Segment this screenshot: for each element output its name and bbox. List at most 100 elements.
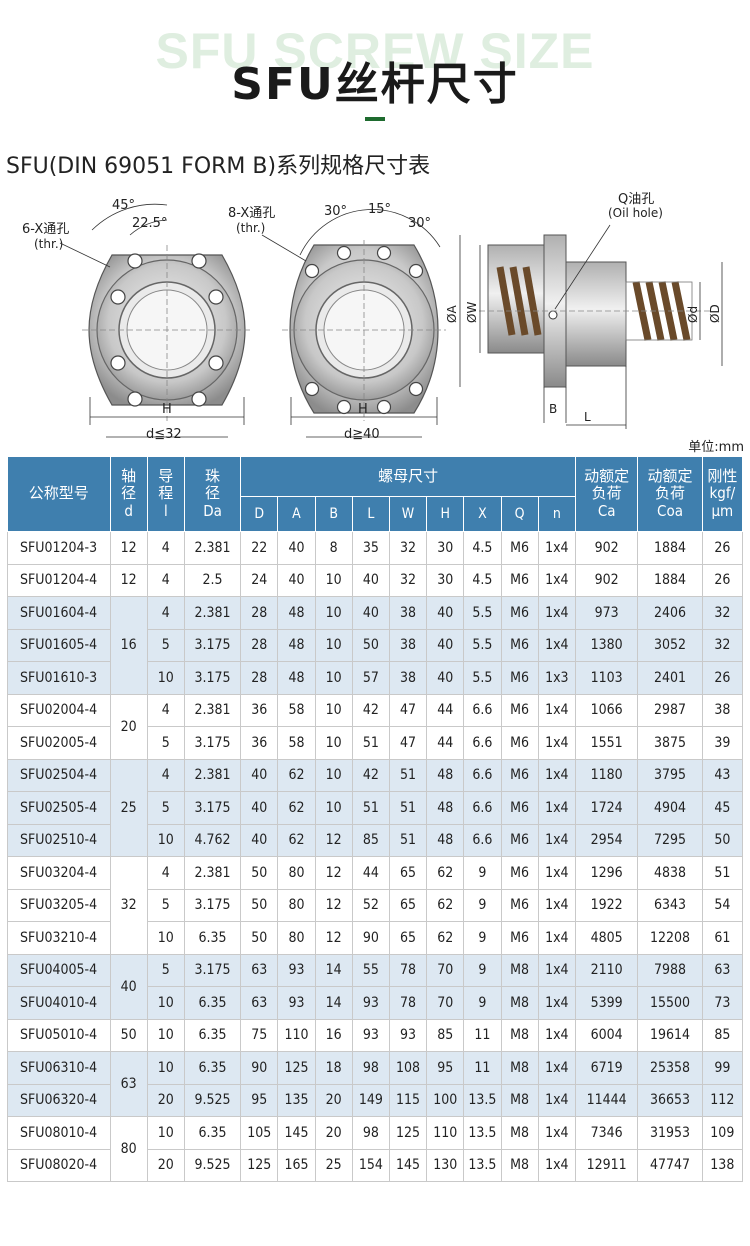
oil-hole-label: Q油孔: [618, 192, 654, 207]
cell-nut-Q: M8: [500, 1116, 539, 1150]
cell-nut-Q: M8: [500, 1051, 539, 1085]
cell-rigidity: 85: [701, 1018, 744, 1052]
header-rigidity: 刚性 kgf/ μm: [701, 456, 744, 532]
cell-shaft: 63: [109, 1051, 148, 1117]
cell-nut-W: 145: [388, 1148, 428, 1182]
cell-ball: 6.35: [183, 1051, 242, 1085]
cell-coa: 1884: [637, 531, 703, 565]
cell-ball: 2.381: [183, 758, 242, 792]
cell-nut-Q: M6: [500, 823, 539, 857]
cell-rigidity: 43: [701, 758, 744, 792]
cell-nut-B: 16: [314, 1018, 353, 1052]
cell-nut-H: 85: [426, 1018, 465, 1052]
cell-coa: 3052: [637, 628, 703, 662]
cell-lead: 10: [146, 1116, 185, 1150]
technical-drawing: 45° 22.5° 6-X通孔 (thr.) H d≦32 30° 15° 30…: [22, 192, 723, 442]
cell-nut-n: 1x4: [537, 1051, 577, 1085]
header-nut-col: Q: [500, 496, 539, 532]
cell-ca: 1296: [574, 856, 639, 890]
cell-nut-X: 4.5: [463, 531, 502, 565]
cell-nut-n: 1x4: [537, 1116, 577, 1150]
cell-coa: 25358: [637, 1051, 703, 1085]
cell-coa: 19614: [637, 1018, 703, 1052]
cell-nut-A: 62: [277, 823, 316, 857]
left-flange-drawing: 45° 22.5° 6-X通孔 (thr.) H d≦32: [22, 198, 252, 442]
cell-nut-X: 5.5: [463, 628, 502, 662]
cell-ca: 6004: [574, 1018, 639, 1052]
cell-nut-D: 125: [240, 1148, 279, 1182]
cell-nut-A: 62: [277, 791, 316, 825]
cell-nut-B: 12: [314, 856, 353, 890]
cell-ball: 3.175: [183, 888, 242, 922]
cell-nut-B: 10: [314, 693, 353, 727]
cell-nut-B: 10: [314, 758, 353, 792]
cell-rigidity: 99: [701, 1051, 744, 1085]
cell-ca: 7346: [574, 1116, 639, 1150]
cell-nut-B: 10: [314, 563, 353, 597]
cell-nut-A: 110: [277, 1018, 316, 1052]
cell-nut-D: 40: [240, 823, 279, 857]
cell-nut-X: 5.5: [463, 596, 502, 630]
header-ball: 珠 径 Da: [183, 456, 242, 532]
cell-coa: 4904: [637, 791, 703, 825]
cell-lead: 10: [146, 921, 185, 955]
cell-nut-B: 14: [314, 986, 353, 1020]
cell-rigidity: 39: [701, 726, 744, 760]
cell-nut-A: 93: [277, 986, 316, 1020]
cell-nut-B: 20: [314, 1116, 353, 1150]
cell-coa: 3795: [637, 758, 703, 792]
cell-lead: 10: [146, 823, 185, 857]
cell-model: SFU06310-4: [7, 1051, 111, 1085]
cell-nut-A: 135: [277, 1083, 316, 1117]
cell-nut-W: 51: [388, 791, 428, 825]
cell-coa: 47747: [637, 1148, 703, 1182]
cell-nut-n: 1x4: [537, 791, 577, 825]
cell-nut-W: 115: [388, 1083, 428, 1117]
cell-nut-B: 10: [314, 726, 353, 760]
cell-nut-H: 48: [426, 823, 465, 857]
cell-ca: 12911: [574, 1148, 639, 1182]
cell-nut-n: 1x4: [537, 726, 577, 760]
cell-lead: 4: [146, 758, 185, 792]
cell-nut-n: 1x4: [537, 823, 577, 857]
cell-nut-n: 1x4: [537, 856, 577, 890]
oil-hole-label-en: (Oil hole): [608, 206, 663, 220]
cell-nut-L: 40: [351, 596, 390, 630]
cell-nut-X: 6.6: [463, 758, 502, 792]
cell-nut-W: 38: [388, 596, 428, 630]
right-h-label: H: [358, 402, 368, 417]
table-title: SFU(DIN 69051 FORM B)系列规格尺寸表: [6, 154, 431, 179]
cell-nut-X: 9: [463, 921, 502, 955]
cell-coa: 3875: [637, 726, 703, 760]
cell-nut-X: 11: [463, 1018, 502, 1052]
cell-nut-L: 42: [351, 693, 390, 727]
cell-model: SFU01610-3: [7, 661, 111, 695]
cell-ball: 2.381: [183, 596, 242, 630]
cell-coa: 1884: [637, 563, 703, 597]
cell-shaft: 32: [109, 856, 148, 955]
cell-shaft: 20: [109, 693, 148, 760]
cell-model: SFU03205-4: [7, 888, 111, 922]
cell-nut-L: 85: [351, 823, 390, 857]
header-nut-col: W: [388, 496, 428, 532]
cell-nut-L: 57: [351, 661, 390, 695]
cell-nut-W: 78: [388, 953, 428, 987]
cell-nut-A: 48: [277, 628, 316, 662]
cell-nut-X: 6.6: [463, 823, 502, 857]
cell-nut-H: 100: [426, 1083, 465, 1117]
cell-nut-X: 4.5: [463, 563, 502, 597]
cell-nut-X: 13.5: [463, 1116, 502, 1150]
cell-lead: 4: [146, 596, 185, 630]
header-model: 公称型号: [7, 456, 111, 532]
cell-ball: 2.381: [183, 856, 242, 890]
cell-nut-D: 63: [240, 986, 279, 1020]
cell-nut-Q: M6: [500, 563, 539, 597]
header-shaft: 轴 径 d: [109, 456, 148, 532]
